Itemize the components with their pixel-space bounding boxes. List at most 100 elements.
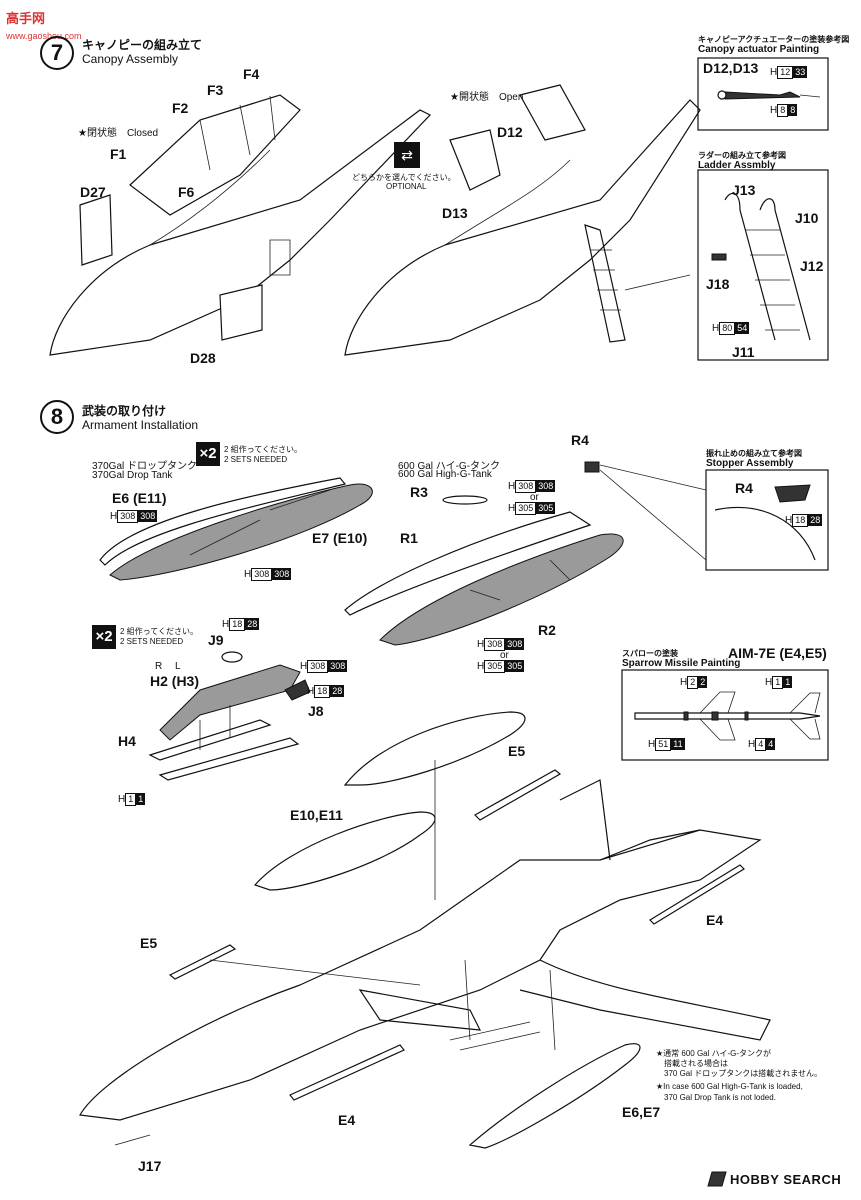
ladder-part-j10: J10	[795, 210, 819, 226]
drop-tank-x2-badge: ×2	[196, 442, 220, 466]
sparrow-title-ja: スパローの塗装	[622, 649, 678, 658]
main-aircraft-drawing	[79, 711, 771, 1149]
main-part-e10-e11: E10,E11	[290, 807, 343, 823]
optional-arrows-icon: ⇄	[394, 142, 420, 168]
open-label: ★開状態 Open	[450, 92, 524, 103]
note-ja-3: 370 Gal ドロップタンクは搭載されません。	[664, 1069, 823, 1078]
watermark-url: www.gaoshou.com	[6, 31, 82, 41]
main-part-e4-right: E4	[706, 912, 724, 928]
ladder-part-j13: J13	[732, 182, 756, 198]
note-en-2: 370 Gal Drop Tank is not loded.	[664, 1093, 776, 1102]
ladder-part-j11: J11	[732, 344, 755, 360]
part-d28: D28	[190, 350, 216, 366]
part-f4: F4	[243, 66, 260, 82]
step-8-title-en: Armament Installation	[82, 418, 199, 432]
step-7-title-ja: キャノピーの組み立て	[82, 38, 203, 52]
part-d13: D13	[442, 205, 468, 221]
high-g-or-bottom: or	[500, 650, 509, 661]
ladder-drawing	[697, 169, 829, 361]
actuator-title-ja: キャノピーアクチュエーターの塗装参考図	[698, 35, 850, 44]
part-f6: F6	[178, 184, 195, 200]
step-8-title-ja: 武装の取り付け	[82, 404, 167, 418]
note-ja-1: ★通常 600 Gal ハイ-G-タンクが	[656, 1049, 772, 1058]
step-8-number: 8	[40, 400, 74, 434]
main-part-e5-left: E5	[140, 935, 158, 951]
high-g-part-r2: R2	[538, 622, 556, 638]
step-7-number: 7	[40, 36, 74, 70]
optional-en: OPTIONAL	[386, 182, 427, 191]
part-d12: D12	[497, 124, 523, 140]
part-f1: F1	[110, 146, 127, 162]
sparrow-drawing	[621, 669, 829, 761]
part-d27: D27	[80, 184, 106, 200]
closed-label: ★閉状態 Closed	[78, 128, 159, 139]
watermark-text: 高手网	[6, 11, 46, 26]
watermark: 高手网 www.gaoshou.com	[6, 8, 82, 42]
pylon-rl: R L	[155, 661, 181, 672]
ladder-title-en: Ladder Assmbly	[698, 160, 776, 171]
closed-canopy-airframe-drawing	[49, 94, 431, 356]
high-g-tank-title-en: 600 Gal High-G-Tank	[398, 469, 492, 480]
main-part-e5-top: E5	[508, 743, 526, 759]
note-ja-2: 搭載される場合は	[664, 1059, 728, 1068]
drop-tank-part-e6: E6 (E11)	[112, 490, 167, 506]
high-g-part-r1: R1	[400, 530, 418, 546]
part-f3: F3	[207, 82, 224, 98]
high-g-part-r3: R3	[410, 484, 428, 500]
high-g-tank-title-ja: 600 Gal ハイ-G-タンク	[398, 461, 501, 472]
pylon-x2-badge: ×2	[92, 625, 116, 649]
pylon-part-h4: H4	[118, 733, 136, 749]
drop-tank-title-en: 370Gal Drop Tank	[92, 470, 173, 481]
sparrow-heading: AIM-7E (E4,E5)	[728, 645, 827, 661]
open-canopy-airframe-drawing	[344, 84, 701, 356]
drop-tank-title-ja: 370Gal ドロップタンク	[92, 461, 198, 472]
ladder-title-ja: ラダーの組み立て参考図	[698, 151, 786, 160]
drop-tank-sets-ja: 2 組作ってください。	[224, 445, 303, 454]
high-g-tank-drawing	[344, 461, 624, 646]
footer-logo-mark	[707, 1171, 727, 1187]
high-g-part-r4: R4	[571, 432, 589, 448]
pylon-sets-ja: 2 組作ってください。	[120, 627, 199, 636]
ladder-part-j18: J18	[706, 276, 730, 292]
pylon-drawing	[148, 651, 311, 781]
stopper-part-r4: R4	[735, 480, 753, 496]
drop-tank-sets-en: 2 SETS NEEDED	[224, 455, 288, 464]
main-part-e4-bottom: E4	[338, 1112, 356, 1128]
footer-brand: HOBBY SEARCH	[730, 1172, 842, 1187]
actuator-part: D12,D13	[703, 60, 759, 76]
ladder-part-j12: J12	[800, 258, 824, 274]
stopper-title-ja: 振れ止めの組み立て参考図	[706, 449, 802, 458]
optional-ja: どちらかを選んでください。	[352, 173, 456, 182]
main-part-j17: J17	[138, 1158, 162, 1174]
sparrow-title-en: Sparrow Missile Painting	[622, 658, 741, 669]
drop-tank-drawing	[99, 477, 373, 581]
part-f2: F2	[172, 100, 189, 116]
actuator-drawing	[697, 57, 829, 131]
high-g-or-top: or	[530, 492, 539, 503]
pylon-part-h2: H2 (H3)	[150, 673, 200, 689]
pylon-part-j8: J8	[308, 703, 324, 719]
note-en-1: ★In case 600 Gal High-G-Tank is loaded,	[656, 1082, 803, 1091]
stopper-title-en: Stopper Assembly	[706, 458, 794, 469]
drop-tank-part-e7: E7 (E10)	[312, 530, 368, 546]
step-7-title-en: Canopy Assembly	[82, 52, 179, 66]
pylon-sets-en: 2 SETS NEEDED	[120, 637, 184, 646]
